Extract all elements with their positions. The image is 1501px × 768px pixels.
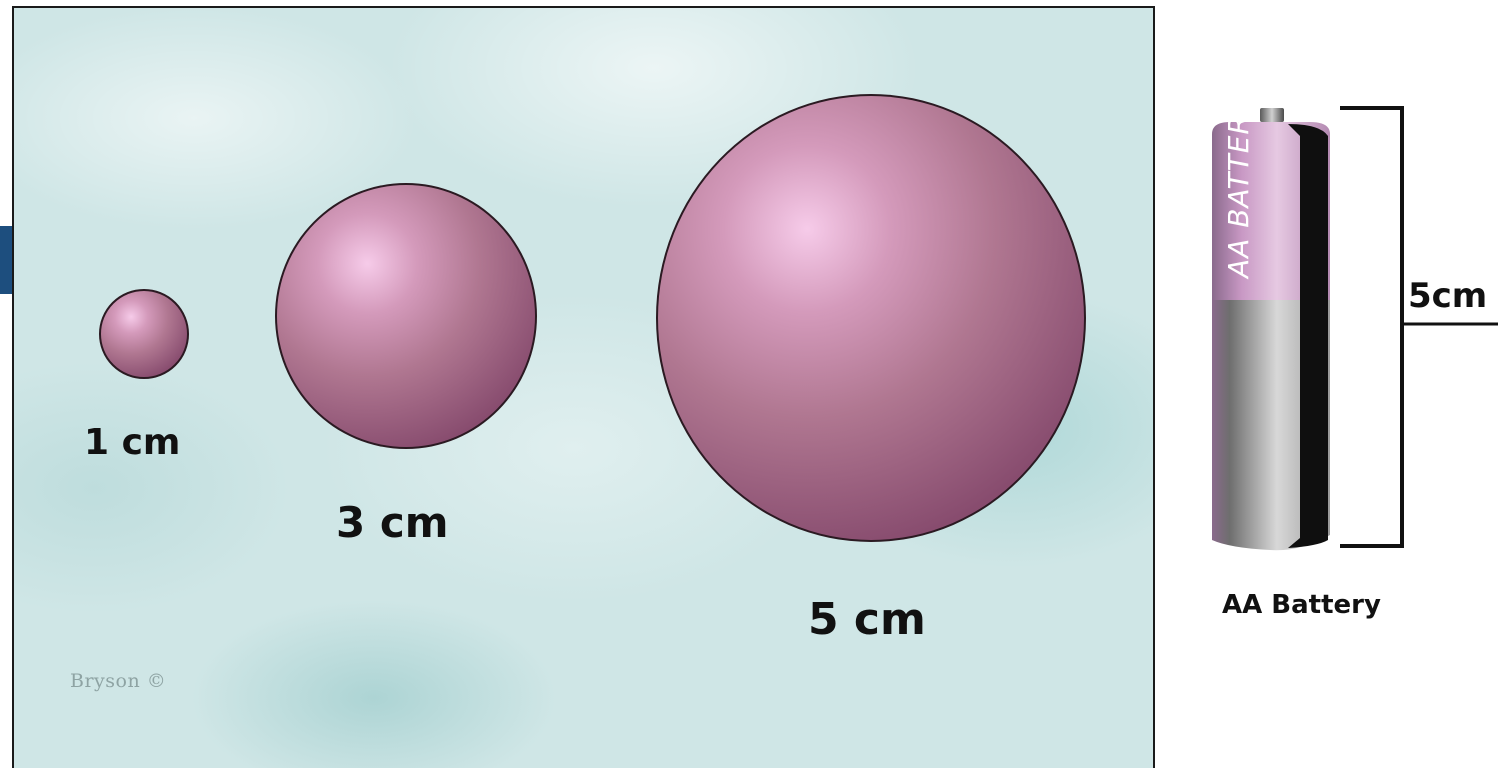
battery-length-label: 5cm [1408, 276, 1487, 316]
sphere-1cm-label: 1 cm [84, 422, 180, 463]
credit-watermark: Bryson © [70, 670, 166, 692]
battery-caption: AA Battery [1222, 590, 1381, 620]
aa-battery: AA BATTERY [1200, 100, 1420, 560]
sphere-3cm [275, 183, 537, 449]
sphere-5cm [656, 94, 1086, 542]
spheres-panel: 1 cm 3 cm 5 cm Bryson © [12, 6, 1155, 768]
battery-terminal [1260, 108, 1284, 122]
sphere-1cm [99, 289, 189, 379]
length-bracket [1340, 108, 1402, 546]
sphere-5cm-label: 5 cm [808, 594, 926, 645]
battery-body-text: AA BATTERY [1222, 95, 1255, 280]
sphere-3cm-label: 3 cm [336, 498, 449, 547]
